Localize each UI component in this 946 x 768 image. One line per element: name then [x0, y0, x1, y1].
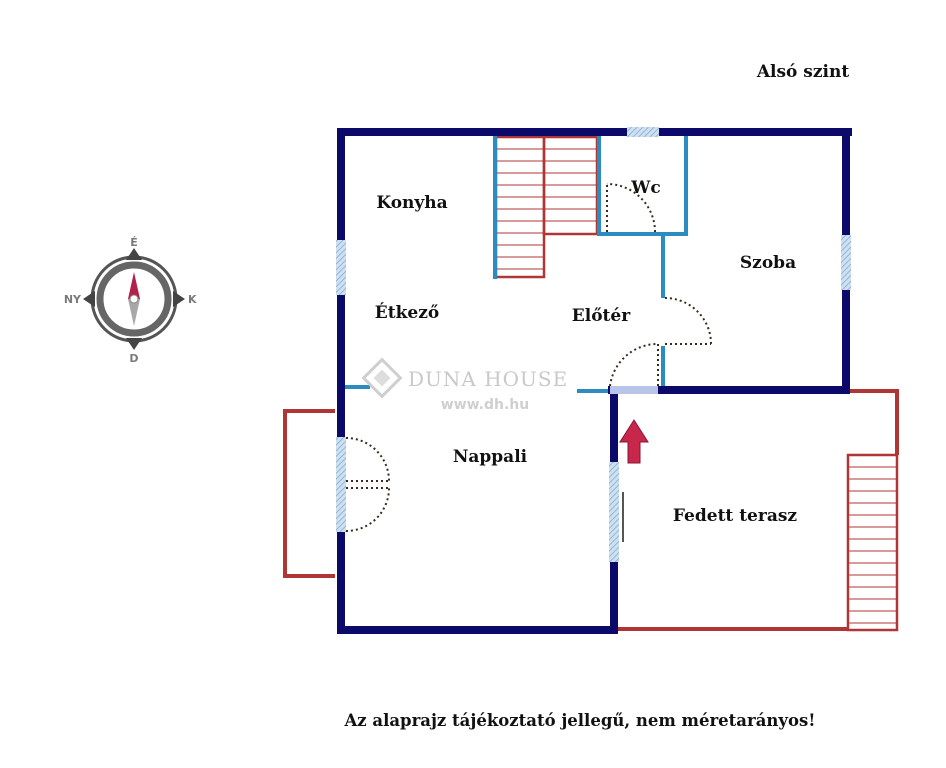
- compass-label-south: D: [129, 352, 138, 365]
- compass-tick-south: [126, 338, 142, 350]
- staircase-top-left-flight: [494, 135, 546, 279]
- compass-tick-east: [173, 291, 185, 307]
- room-label-terrace: Fedett terasz: [673, 506, 797, 526]
- door-balcony-arc-lower: [345, 487, 390, 532]
- door-balcony-arc-upper: [345, 437, 390, 482]
- compass-tick-west: [83, 291, 95, 307]
- compass-label-east: K: [188, 293, 197, 306]
- staircase-terrace: [846, 453, 899, 632]
- watermark-logo-icon: [361, 357, 403, 399]
- room-label-bedroom: Szoba: [740, 253, 796, 273]
- compass-tick-north: [126, 248, 142, 260]
- level-title: Alsó szint: [756, 62, 850, 82]
- room-label-hall: Előtér: [572, 306, 631, 326]
- door-bedroom-arc: [664, 297, 712, 345]
- compass: É D NY K: [64, 236, 197, 365]
- compass-needle-south: [128, 299, 140, 326]
- compass-label-west: NY: [64, 293, 82, 306]
- watermark-url: www.dh.hu: [441, 397, 529, 413]
- window-living-balcony: [336, 437, 346, 532]
- room-labels: Konyha Étkező Előtér Wc Szoba Nappali Fe…: [375, 178, 798, 526]
- compass-pivot: [129, 294, 139, 304]
- left-balcony-outline: [283, 409, 335, 578]
- window-wc: [627, 127, 659, 137]
- watermark: DUNA HOUSE www.dh.hu: [361, 357, 568, 413]
- door-hall-arc: [609, 342, 659, 387]
- room-label-kitchen: Konyha: [376, 193, 447, 213]
- doors: [345, 183, 712, 532]
- inner-walls: [344, 134, 688, 393]
- disclaimer-text: Az alaprajz tájékoztató jellegű, nem mér…: [343, 711, 815, 730]
- terrace-staircase-frame: [846, 453, 899, 632]
- entry-arrow-icon: [619, 419, 649, 464]
- room-label-wc: Wc: [630, 178, 660, 198]
- wc-walls: [597, 134, 688, 236]
- window-living-terrace: [609, 462, 619, 562]
- door-opening-terrace: [610, 386, 658, 394]
- terrace-outlines: [283, 389, 899, 631]
- compass-needle-north: [128, 272, 140, 299]
- right-terrace-outline-top: [845, 389, 899, 455]
- windows: [336, 127, 851, 562]
- watermark-brand: DUNA HOUSE: [408, 367, 568, 391]
- window-dining: [336, 240, 346, 295]
- room-label-living: Nappali: [453, 447, 528, 467]
- door-wc-arc: [606, 183, 656, 233]
- compass-label-north: É: [130, 236, 138, 249]
- room-label-dining: Étkező: [375, 302, 439, 323]
- staircase-top: [494, 135, 599, 279]
- window-bedroom: [841, 235, 851, 290]
